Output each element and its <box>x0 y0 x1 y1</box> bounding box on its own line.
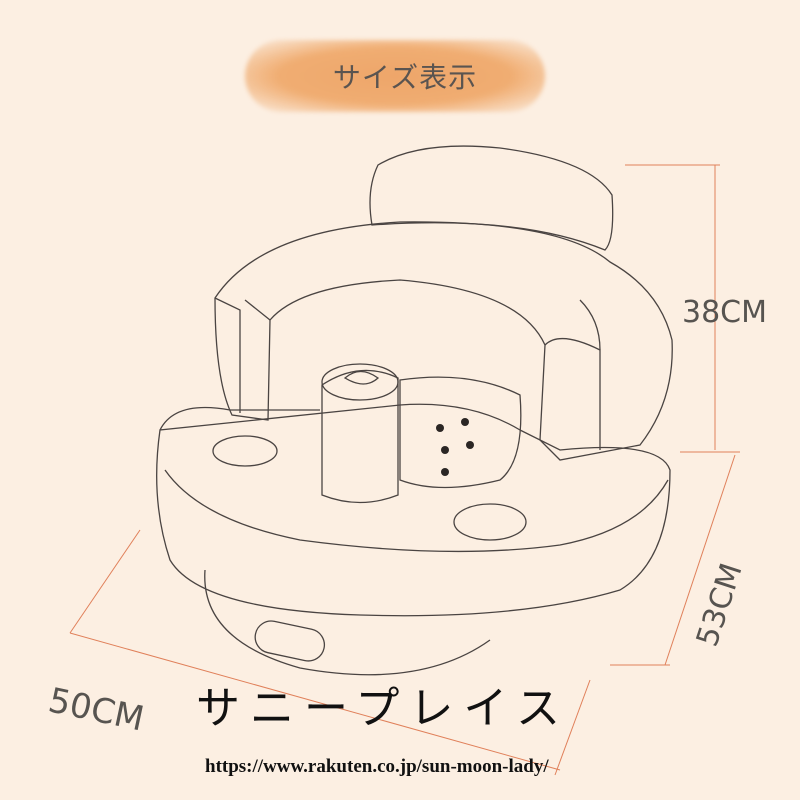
cup-holder <box>453 503 527 541</box>
title-banner <box>245 40 545 112</box>
page-title: サイズ表示 <box>332 61 478 94</box>
drain-holes <box>436 418 474 476</box>
brand-watermark: サニープレイス <box>196 683 571 734</box>
backrest <box>214 221 673 461</box>
pommel <box>321 369 399 504</box>
seat-tray <box>156 403 671 617</box>
height-dimension-label: 38CM <box>682 295 768 330</box>
headrest <box>369 145 614 251</box>
store-url: https://www.rakuten.co.jp/sun-moon-lady/ <box>205 756 549 777</box>
cup-holder <box>212 435 278 467</box>
base <box>204 569 491 676</box>
dimension-lines <box>69 164 740 776</box>
